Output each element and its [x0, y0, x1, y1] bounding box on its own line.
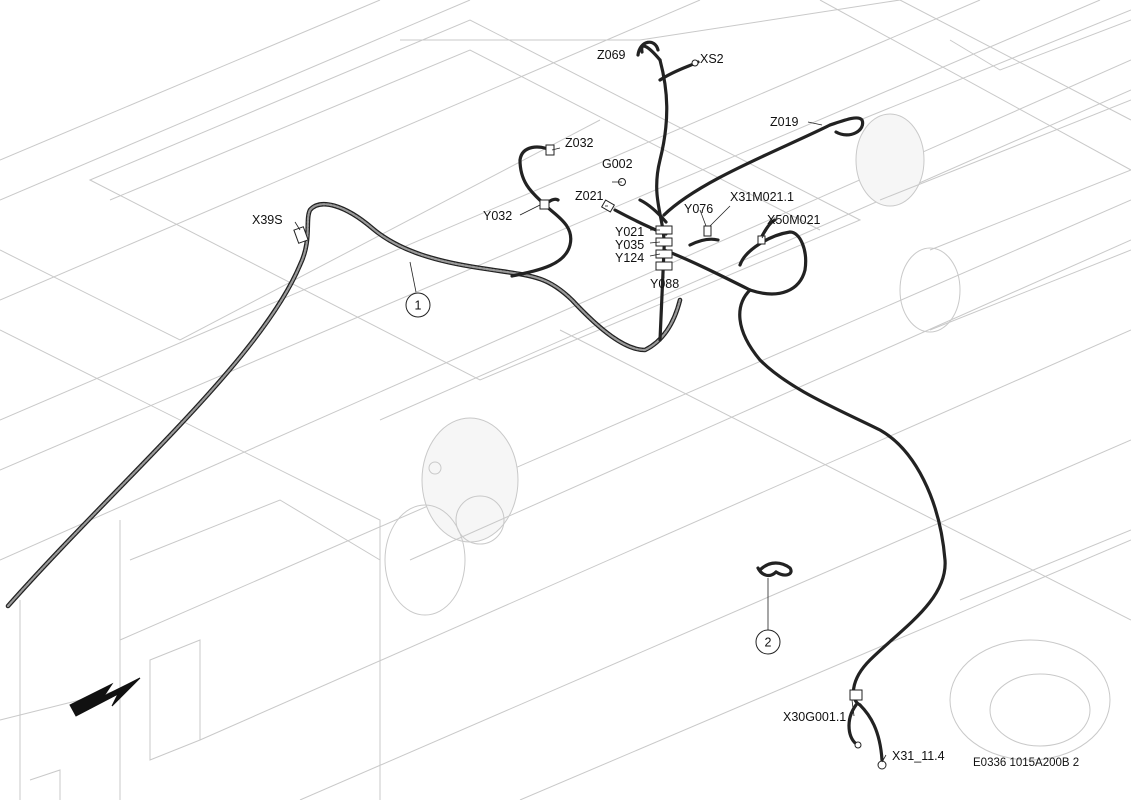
leader-lines — [294, 121, 887, 763]
label-x30g001: X30G001.1 — [783, 710, 846, 724]
label-xs2: XS2 — [700, 52, 724, 66]
callout-2-number: 2 — [765, 636, 772, 650]
connector-y032 — [539, 199, 550, 210]
label-x50m021: X50M021 — [767, 213, 821, 227]
connector-small-x31-pigtail — [854, 741, 862, 749]
label-z021: Z021 — [575, 189, 604, 203]
label-y088: Y088 — [650, 277, 679, 291]
label-z032: Z032 — [565, 136, 594, 150]
callout-2: 2 — [755, 629, 781, 655]
right-roller-outline — [855, 9, 1131, 333]
label-x31m021: X31M021.1 — [730, 190, 794, 204]
connector-z069 — [636, 40, 660, 57]
label-z069: Z069 — [597, 48, 626, 62]
connector-block-y021-y124 — [655, 225, 673, 271]
label-y021: Y021 — [615, 225, 644, 239]
label-y035: Y035 — [615, 238, 644, 252]
label-g002: G002 — [602, 157, 633, 171]
forward-direction-arrow-icon — [69, 677, 141, 717]
label-x39s: X39S — [252, 213, 283, 227]
cylinder-outline — [379, 89, 1131, 616]
loose-cable-item-2 — [756, 561, 793, 578]
label-y032: Y032 — [483, 209, 512, 223]
connector-x31-11 — [877, 760, 887, 770]
callout-1-number: 1 — [415, 299, 422, 313]
label-y124: Y124 — [615, 251, 644, 265]
connector-x50m021 — [757, 235, 766, 245]
upper-housing-outline — [88, 19, 862, 381]
lower-right-wheel-outline — [949, 529, 1131, 761]
callout-1: 1 — [405, 292, 431, 318]
lower-left-panel-outline — [0, 499, 381, 800]
label-x31-11: X31_11.4 — [892, 749, 945, 763]
label-z019: Z019 — [770, 115, 799, 129]
label-y076: Y076 — [684, 202, 713, 216]
main-wiring-harness — [5, 44, 947, 762]
connector-x30g001 — [849, 689, 863, 701]
connector-z032 — [545, 144, 555, 156]
connector-xs2 — [691, 59, 699, 67]
drawing-code: E0336 1015A200B 2 — [973, 757, 1079, 769]
connector-y076 — [703, 225, 712, 237]
